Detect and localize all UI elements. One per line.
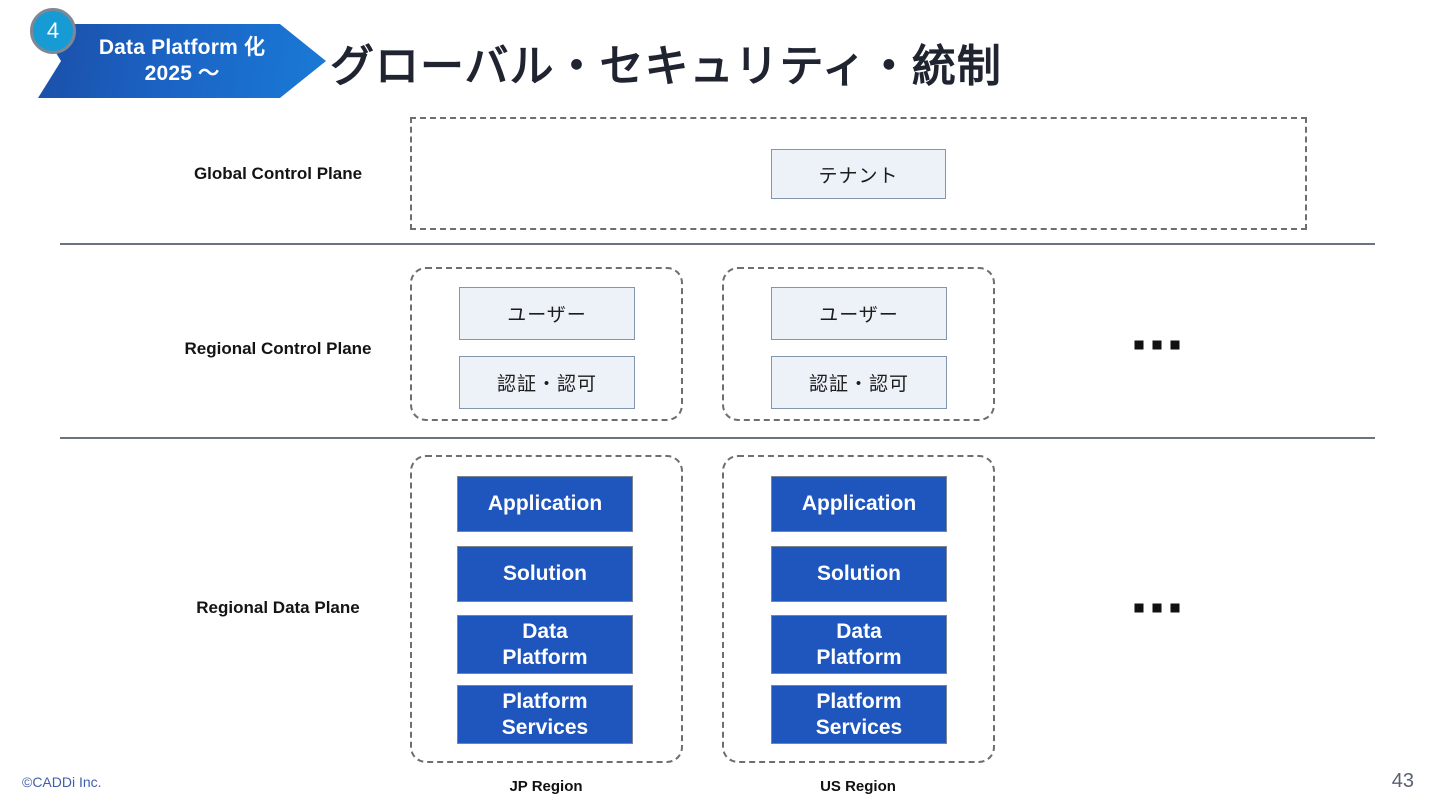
row-label-regional-data-plane: Regional Data Plane xyxy=(196,598,360,617)
row-label-regional-control-plane: Regional Control Plane xyxy=(184,339,372,358)
region-caption-jp: JP Region xyxy=(509,778,583,795)
divider-line-1 xyxy=(60,243,1375,245)
divider-line-2 xyxy=(60,437,1375,439)
footer-copyright: ©CADDi Inc. xyxy=(22,774,102,790)
ellipsis-dot xyxy=(1134,340,1144,350)
ellipsis-dot xyxy=(1152,340,1162,350)
ellipsis-dot xyxy=(1170,340,1180,350)
box-platform-services-us: Platform Services xyxy=(771,685,947,744)
chevron-line-1: Data Platform 化 xyxy=(98,36,266,60)
box-platform-services-jp: Platform Services xyxy=(457,685,633,744)
box-solution-jp: Solution xyxy=(457,546,633,602)
page-title: グローバル・セキュリティ・統制 xyxy=(330,42,1002,91)
box-user-us: ユーザー xyxy=(771,287,947,340)
ellipsis-dot xyxy=(1170,603,1180,613)
box-data-platform-jp: Data Platform xyxy=(457,615,633,674)
regional-data-plane-group-us xyxy=(722,455,995,763)
step-number-badge: 4 xyxy=(30,8,76,54)
box-authn-authz-us: 認証・認可 xyxy=(771,356,947,409)
section-chevron-banner: Data Platform 化 2025 〜 xyxy=(38,24,326,98)
more-regions-indicator-data-plane xyxy=(1134,603,1180,613)
ellipsis-dot xyxy=(1134,603,1144,613)
footer-page-number: 43 xyxy=(1391,770,1414,792)
regional-control-plane-group-jp xyxy=(410,267,683,421)
ellipsis-dot xyxy=(1152,603,1162,613)
box-application-us: Application xyxy=(771,476,947,532)
chevron-line-2: 2025 〜 xyxy=(144,62,220,85)
box-application-jp: Application xyxy=(457,476,633,532)
regional-control-plane-group-us xyxy=(722,267,995,421)
box-tenant: テナント xyxy=(771,149,946,199)
row-label-global-control-plane: Global Control Plane xyxy=(193,164,363,183)
more-regions-indicator-control-plane xyxy=(1134,340,1180,350)
regional-data-plane-group-jp xyxy=(410,455,683,763)
global-control-plane-container xyxy=(410,117,1307,230)
box-authn-authz-jp: 認証・認可 xyxy=(459,356,635,409)
box-user-jp: ユーザー xyxy=(459,287,635,340)
box-solution-us: Solution xyxy=(771,546,947,602)
region-caption-us: US Region xyxy=(820,778,896,795)
box-data-platform-us: Data Platform xyxy=(771,615,947,674)
